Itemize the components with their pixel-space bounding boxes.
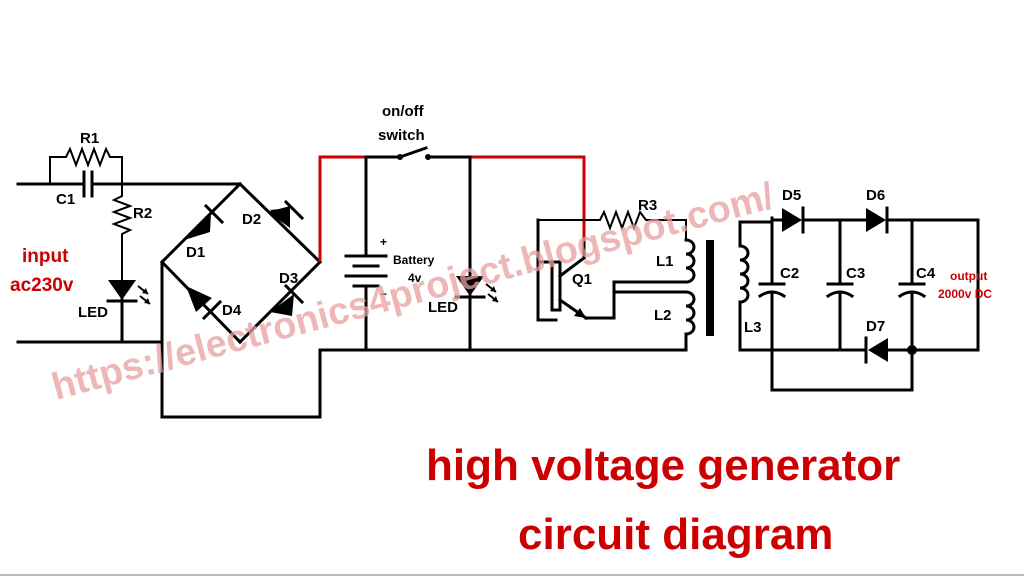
label-led-battery: LED bbox=[428, 299, 458, 316]
resistor-r1 bbox=[49, 146, 123, 184]
label-d5: D5 bbox=[782, 187, 801, 204]
label-l1: L1 bbox=[656, 253, 674, 270]
led-battery: LED bbox=[428, 155, 499, 352]
label-d4: D4 bbox=[222, 302, 242, 319]
resistor-r2 bbox=[111, 184, 133, 280]
label-d1: D1 bbox=[186, 244, 205, 261]
diode-d6 bbox=[866, 206, 889, 234]
output-label: output bbox=[950, 269, 987, 283]
input-label: input bbox=[22, 246, 69, 267]
on-off-switch bbox=[397, 146, 431, 160]
capacitor-c4 bbox=[897, 218, 927, 392]
label-r1: R1 bbox=[80, 130, 99, 147]
inductor-l2 bbox=[612, 290, 696, 352]
label-l2: L2 bbox=[654, 307, 672, 324]
diode-d4 bbox=[186, 286, 223, 321]
label-switch-line2: switch bbox=[378, 127, 425, 144]
label-led-input: LED bbox=[78, 304, 108, 321]
label-c4: C4 bbox=[916, 265, 936, 282]
diode-d5 bbox=[782, 206, 805, 234]
transistor-q1 bbox=[536, 240, 616, 322]
input-voltage-label: ac230v bbox=[10, 275, 74, 296]
diode-d7 bbox=[864, 336, 888, 364]
label-d7: D7 bbox=[866, 318, 885, 335]
led-input bbox=[106, 280, 151, 344]
output-voltage-label: 2000v DC bbox=[938, 287, 992, 301]
label-battery-plus: + bbox=[380, 235, 387, 249]
label-c1: C1 bbox=[56, 191, 75, 208]
resistor-r3 bbox=[538, 209, 687, 240]
diode-d3 bbox=[270, 283, 305, 316]
label-d3: D3 bbox=[279, 270, 298, 287]
label-d6: D6 bbox=[866, 187, 885, 204]
inductor-l1 bbox=[612, 238, 696, 294]
battery: + − Battery 4v bbox=[344, 155, 435, 352]
label-battery: Battery bbox=[393, 253, 435, 267]
transformer-core bbox=[706, 240, 714, 336]
capacitor-c2 bbox=[757, 218, 787, 392]
label-d2: D2 bbox=[242, 211, 261, 228]
label-battery-minus: − bbox=[380, 287, 387, 301]
capacitor-c1 bbox=[48, 170, 242, 198]
oscillator: R3 Q1 L1 L2 bbox=[468, 197, 696, 352]
capacitor-c3 bbox=[825, 218, 855, 352]
diagram-title-line1: high voltage generator bbox=[426, 441, 900, 490]
diode-d1 bbox=[184, 203, 225, 240]
label-c2: C2 bbox=[780, 265, 799, 282]
diagram-title-line2: circuit diagram bbox=[518, 510, 833, 559]
label-l3: L3 bbox=[744, 319, 762, 336]
label-r2: R2 bbox=[133, 205, 152, 222]
label-q1: Q1 bbox=[572, 271, 592, 288]
voltage-multiplier: D5 D6 C2 C3 C4 D7 L3 output 2000v DC bbox=[738, 187, 992, 392]
label-c3: C3 bbox=[846, 265, 865, 282]
bridge-rectifier: D1 D2 D3 D4 bbox=[159, 181, 472, 419]
positive-rail: on/off switch bbox=[318, 103, 586, 262]
input-network: R1 C1 R2 LED input ac230v bbox=[10, 130, 242, 344]
label-r3: R3 bbox=[638, 197, 657, 214]
label-switch-line1: on/off bbox=[382, 103, 425, 120]
label-battery-voltage: 4v bbox=[408, 271, 422, 285]
diode-d2 bbox=[268, 199, 305, 228]
